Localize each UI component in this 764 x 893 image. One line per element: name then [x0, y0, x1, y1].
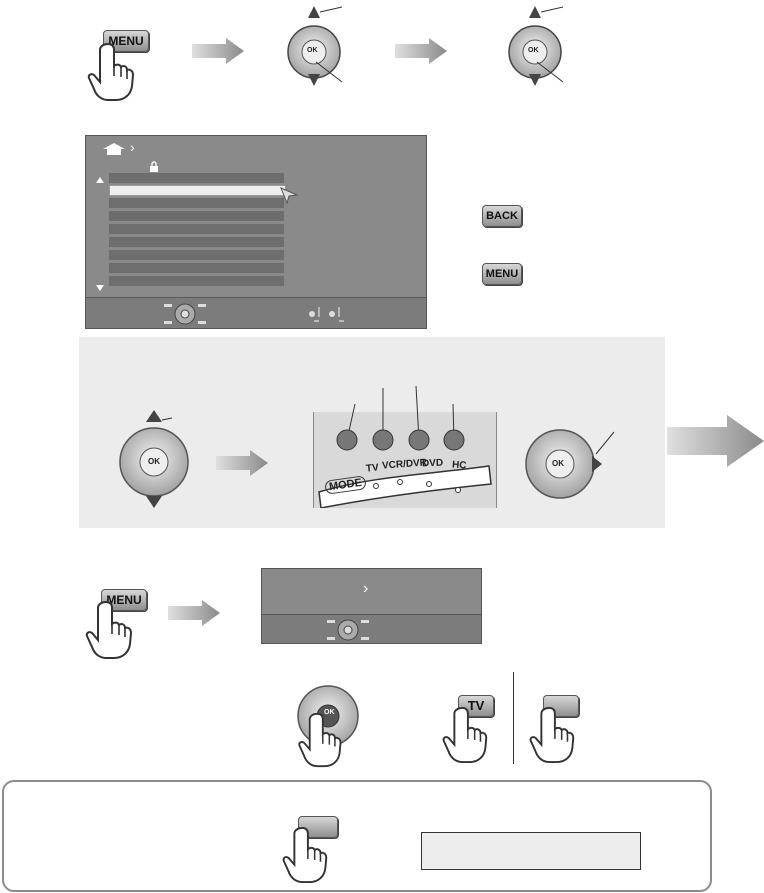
menu-key-top[interactable]: MENU: [103, 30, 149, 52]
arrow-right-icon: [395, 38, 447, 64]
green-key: [372, 429, 394, 451]
banner-marker: ›: [363, 580, 369, 597]
pointer-line: [315, 61, 343, 83]
yellow-key: [408, 429, 430, 451]
osd-footer: [86, 297, 426, 328]
big-arrow-right-icon: [667, 415, 764, 467]
osd-banner: ›: [261, 568, 482, 644]
cursor-arrow-icon: [280, 187, 299, 204]
mode-device-hc: HC: [451, 459, 467, 472]
banner-footer: [262, 614, 481, 643]
breadcrumb-marker: ›: [130, 139, 135, 155]
ok-label: OK: [148, 457, 160, 466]
menu-row[interactable]: [109, 211, 284, 221]
lock-icon: [150, 161, 158, 172]
menu-row[interactable]: [109, 250, 284, 260]
hand-icon: [84, 600, 134, 660]
dpad-icon[interactable]: [522, 420, 622, 510]
hand-icon: [440, 706, 490, 764]
button-guide-icon: [309, 307, 344, 322]
ok-label: OK: [324, 709, 335, 716]
home-icon: [103, 143, 125, 155]
menu-row[interactable]: [109, 263, 284, 273]
pointer-line: [536, 61, 564, 83]
menu-row[interactable]: [109, 237, 284, 247]
dpad-guide-icon: [164, 303, 206, 325]
back-key[interactable]: BACK: [482, 205, 522, 227]
menu-row[interactable]: [109, 276, 284, 286]
ok-label: OK: [307, 47, 318, 54]
dpad-guide-icon: [327, 619, 369, 641]
arrow-right-icon: [192, 38, 244, 64]
dpad-icon[interactable]: [284, 2, 344, 102]
display-box: [421, 832, 641, 870]
menu-row[interactable]: [109, 198, 284, 208]
ok-label: OK: [552, 459, 564, 468]
menu-key-side[interactable]: MENU: [482, 263, 522, 285]
arrow-right-icon: [216, 450, 268, 476]
menu-row[interactable]: [109, 173, 284, 183]
dpad-icon[interactable]: [116, 408, 192, 512]
blue-key: [443, 429, 465, 451]
divider-line: [513, 672, 514, 764]
osd-menu-screen: ›: [85, 135, 427, 329]
hand-icon: [280, 826, 330, 884]
hand-icon: [295, 712, 345, 768]
dpad-icon[interactable]: [505, 2, 565, 102]
color-keys: [318, 385, 492, 508]
menu-row[interactable]: [109, 224, 284, 234]
hand-icon: [527, 706, 577, 764]
ok-label: OK: [528, 47, 539, 54]
scroll-down-icon[interactable]: [95, 284, 105, 292]
mode-indicator-leds: [373, 479, 461, 493]
arrow-right-icon: [168, 600, 220, 626]
mode-device-dvd: DVD: [421, 457, 444, 470]
scroll-up-icon[interactable]: [95, 176, 105, 184]
menu-row-selected[interactable]: [109, 185, 286, 196]
hand-icon: [86, 42, 136, 102]
red-key: [336, 429, 358, 451]
